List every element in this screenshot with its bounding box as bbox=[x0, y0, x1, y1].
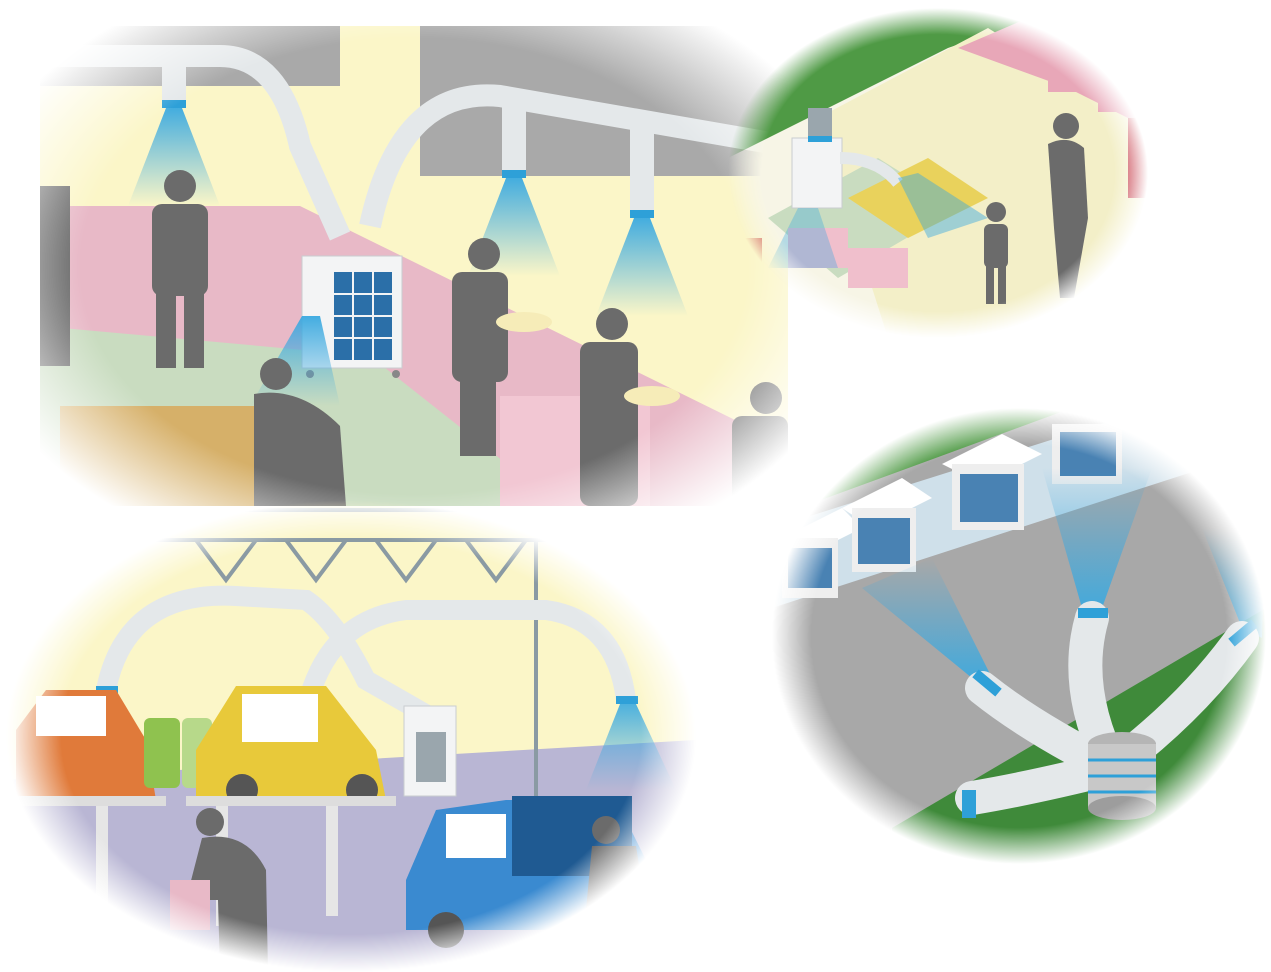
cool-air-stream bbox=[1042, 468, 1152, 608]
cool-air-stream bbox=[768, 208, 838, 268]
worker-silhouette bbox=[580, 308, 638, 506]
cool-air-stream bbox=[586, 704, 676, 790]
store-scene bbox=[728, 8, 1148, 338]
vent-band bbox=[962, 790, 976, 818]
canister bbox=[144, 718, 180, 788]
garage-illustration bbox=[6, 500, 696, 972]
red-shelf bbox=[1128, 118, 1148, 198]
store-illustration bbox=[728, 8, 1148, 338]
orange-car bbox=[16, 690, 166, 806]
worker-silhouette bbox=[732, 382, 788, 506]
parts-box bbox=[170, 880, 210, 930]
trees bbox=[728, 8, 1148, 158]
worker-silhouette bbox=[452, 238, 508, 456]
duct bbox=[359, 84, 788, 229]
mechanic-silhouette bbox=[186, 808, 268, 972]
rooftop-scene bbox=[772, 408, 1266, 864]
vent-band bbox=[1078, 608, 1108, 618]
product-box bbox=[788, 228, 908, 288]
yellow-car bbox=[186, 686, 396, 806]
vent-band bbox=[616, 696, 638, 704]
child-silhouette bbox=[984, 202, 1008, 304]
cool-air-vent bbox=[596, 126, 688, 316]
rooftop-illustration bbox=[772, 408, 1266, 864]
ceiling-truss bbox=[156, 508, 606, 800]
cool-air-stream bbox=[862, 558, 992, 678]
tray bbox=[624, 386, 680, 406]
cool-air-vent bbox=[128, 54, 220, 206]
tray bbox=[496, 312, 552, 332]
cardboard-box bbox=[60, 406, 260, 506]
worker-silhouette bbox=[254, 358, 346, 506]
factory-scene bbox=[40, 26, 788, 506]
central-cooler-unit bbox=[1088, 732, 1156, 820]
duct bbox=[296, 600, 636, 713]
vent-band bbox=[1228, 619, 1258, 647]
display-table bbox=[848, 158, 988, 238]
vent-band bbox=[972, 669, 1002, 697]
garage-scene bbox=[6, 500, 696, 972]
cool-air-stream bbox=[898, 173, 988, 238]
woman-silhouette bbox=[1048, 113, 1088, 298]
duct bbox=[839, 152, 903, 187]
cool-air-stream bbox=[1202, 528, 1266, 638]
worker-silhouette bbox=[152, 170, 208, 368]
duct bbox=[40, 45, 351, 241]
factory-illustration bbox=[40, 26, 788, 506]
spot-cooler-unit bbox=[791, 108, 843, 209]
duct bbox=[96, 585, 441, 729]
cooling-unit-row bbox=[782, 424, 1122, 598]
spot-cooler-unit bbox=[403, 705, 457, 797]
worker-silhouette bbox=[40, 186, 70, 366]
